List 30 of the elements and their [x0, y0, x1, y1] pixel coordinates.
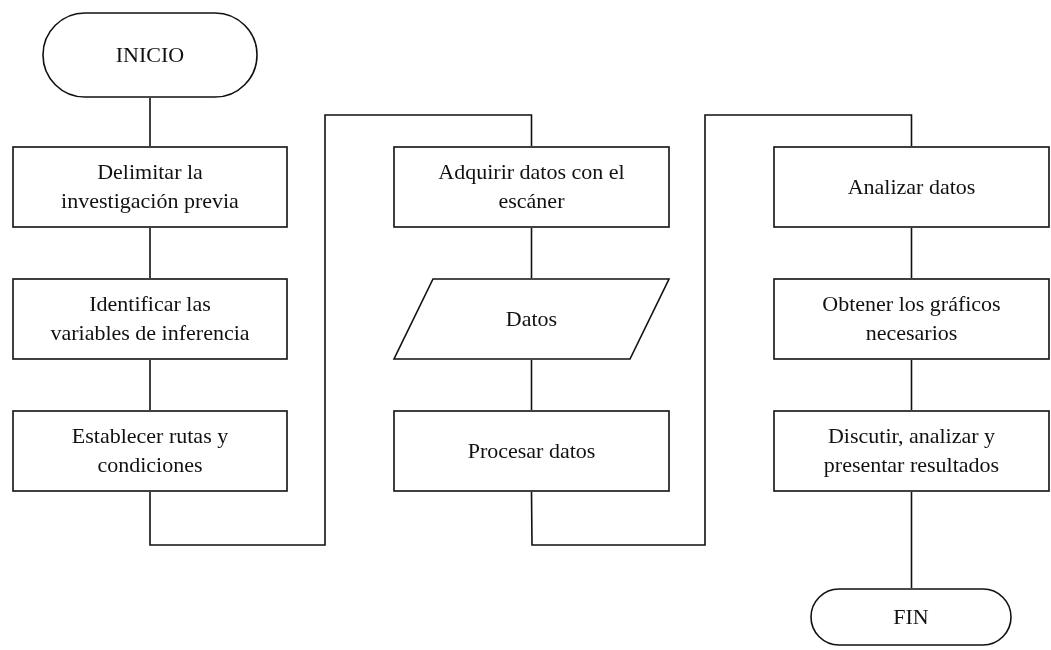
process-box	[393, 410, 670, 492]
node-label: INICIO	[115, 40, 185, 69]
process-box	[773, 410, 1050, 492]
connector-line	[910, 359, 913, 411]
node-label: Delimitar la investigación previa	[60, 158, 240, 215]
node-label: Procesar datos	[467, 436, 596, 465]
process-box	[12, 410, 288, 492]
process-box	[12, 146, 288, 228]
connector-line	[149, 114, 533, 546]
node-label: Adquirir datos con el escáner	[437, 158, 626, 215]
data-parallelogram	[393, 278, 670, 360]
connector-line	[530, 114, 913, 546]
connector-line	[910, 491, 913, 589]
connector-line	[149, 359, 151, 411]
connector-line	[530, 359, 533, 411]
process-box	[773, 146, 1050, 228]
connector-line	[149, 227, 151, 279]
node-label: FIN	[893, 602, 929, 631]
node-label: Establecer rutas y condiciones	[70, 422, 230, 479]
node-label: Analizar datos	[847, 172, 976, 201]
connector-line	[910, 227, 913, 279]
process-box	[393, 146, 670, 228]
node-label: Identificar las variables de inferencia	[50, 290, 250, 347]
node-label: Obtener los gráficos necesarios	[821, 290, 1002, 347]
connector-line	[530, 227, 533, 279]
node-label: Datos	[505, 304, 558, 333]
node-label: Discutir, analizar y presentar resultados	[822, 422, 1001, 479]
process-box	[773, 278, 1050, 360]
process-box	[12, 278, 288, 360]
connector-line	[149, 97, 151, 147]
